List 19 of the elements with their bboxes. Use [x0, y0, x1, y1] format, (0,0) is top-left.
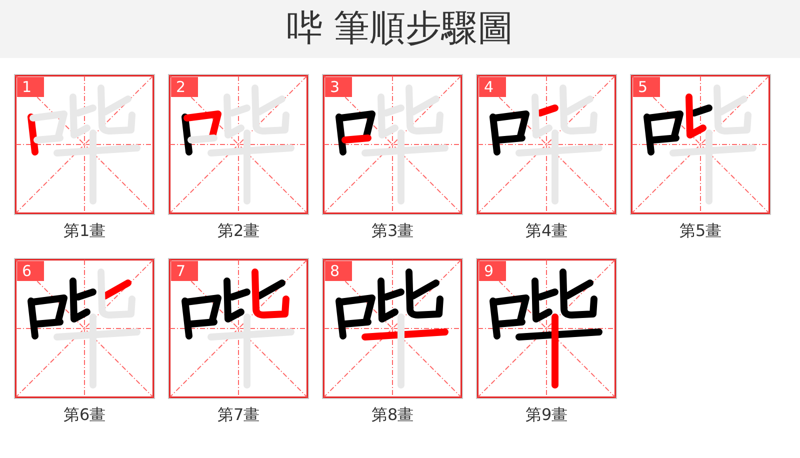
- stroke-caption: 第8畫: [372, 405, 414, 425]
- stroke-number-badge: 6: [17, 261, 44, 281]
- stroke-number-badge: 1: [17, 77, 44, 97]
- stroke-caption: 第2畫: [218, 221, 260, 241]
- page-title: 哔 筆順步驟圖: [286, 7, 514, 51]
- stroke-caption: 第1畫: [64, 221, 106, 241]
- stroke-number-badge: 7: [171, 261, 198, 281]
- stroke-number-badge: 2: [171, 77, 198, 97]
- stroke-caption: 第5畫: [680, 221, 722, 241]
- stroke-caption: 第6畫: [64, 405, 106, 425]
- stroke-number-badge: 5: [633, 77, 660, 97]
- stroke-caption: 第7畫: [218, 405, 260, 425]
- stroke-caption: 第3畫: [372, 221, 414, 241]
- stroke-number-badge: 8: [325, 261, 352, 281]
- stroke-caption: 第9畫: [526, 405, 568, 425]
- stroke-number-badge: 9: [479, 261, 506, 281]
- stroke-number-badge: 4: [479, 77, 506, 97]
- stroke-caption: 第4畫: [526, 221, 568, 241]
- stroke-number-badge: 3: [325, 77, 352, 97]
